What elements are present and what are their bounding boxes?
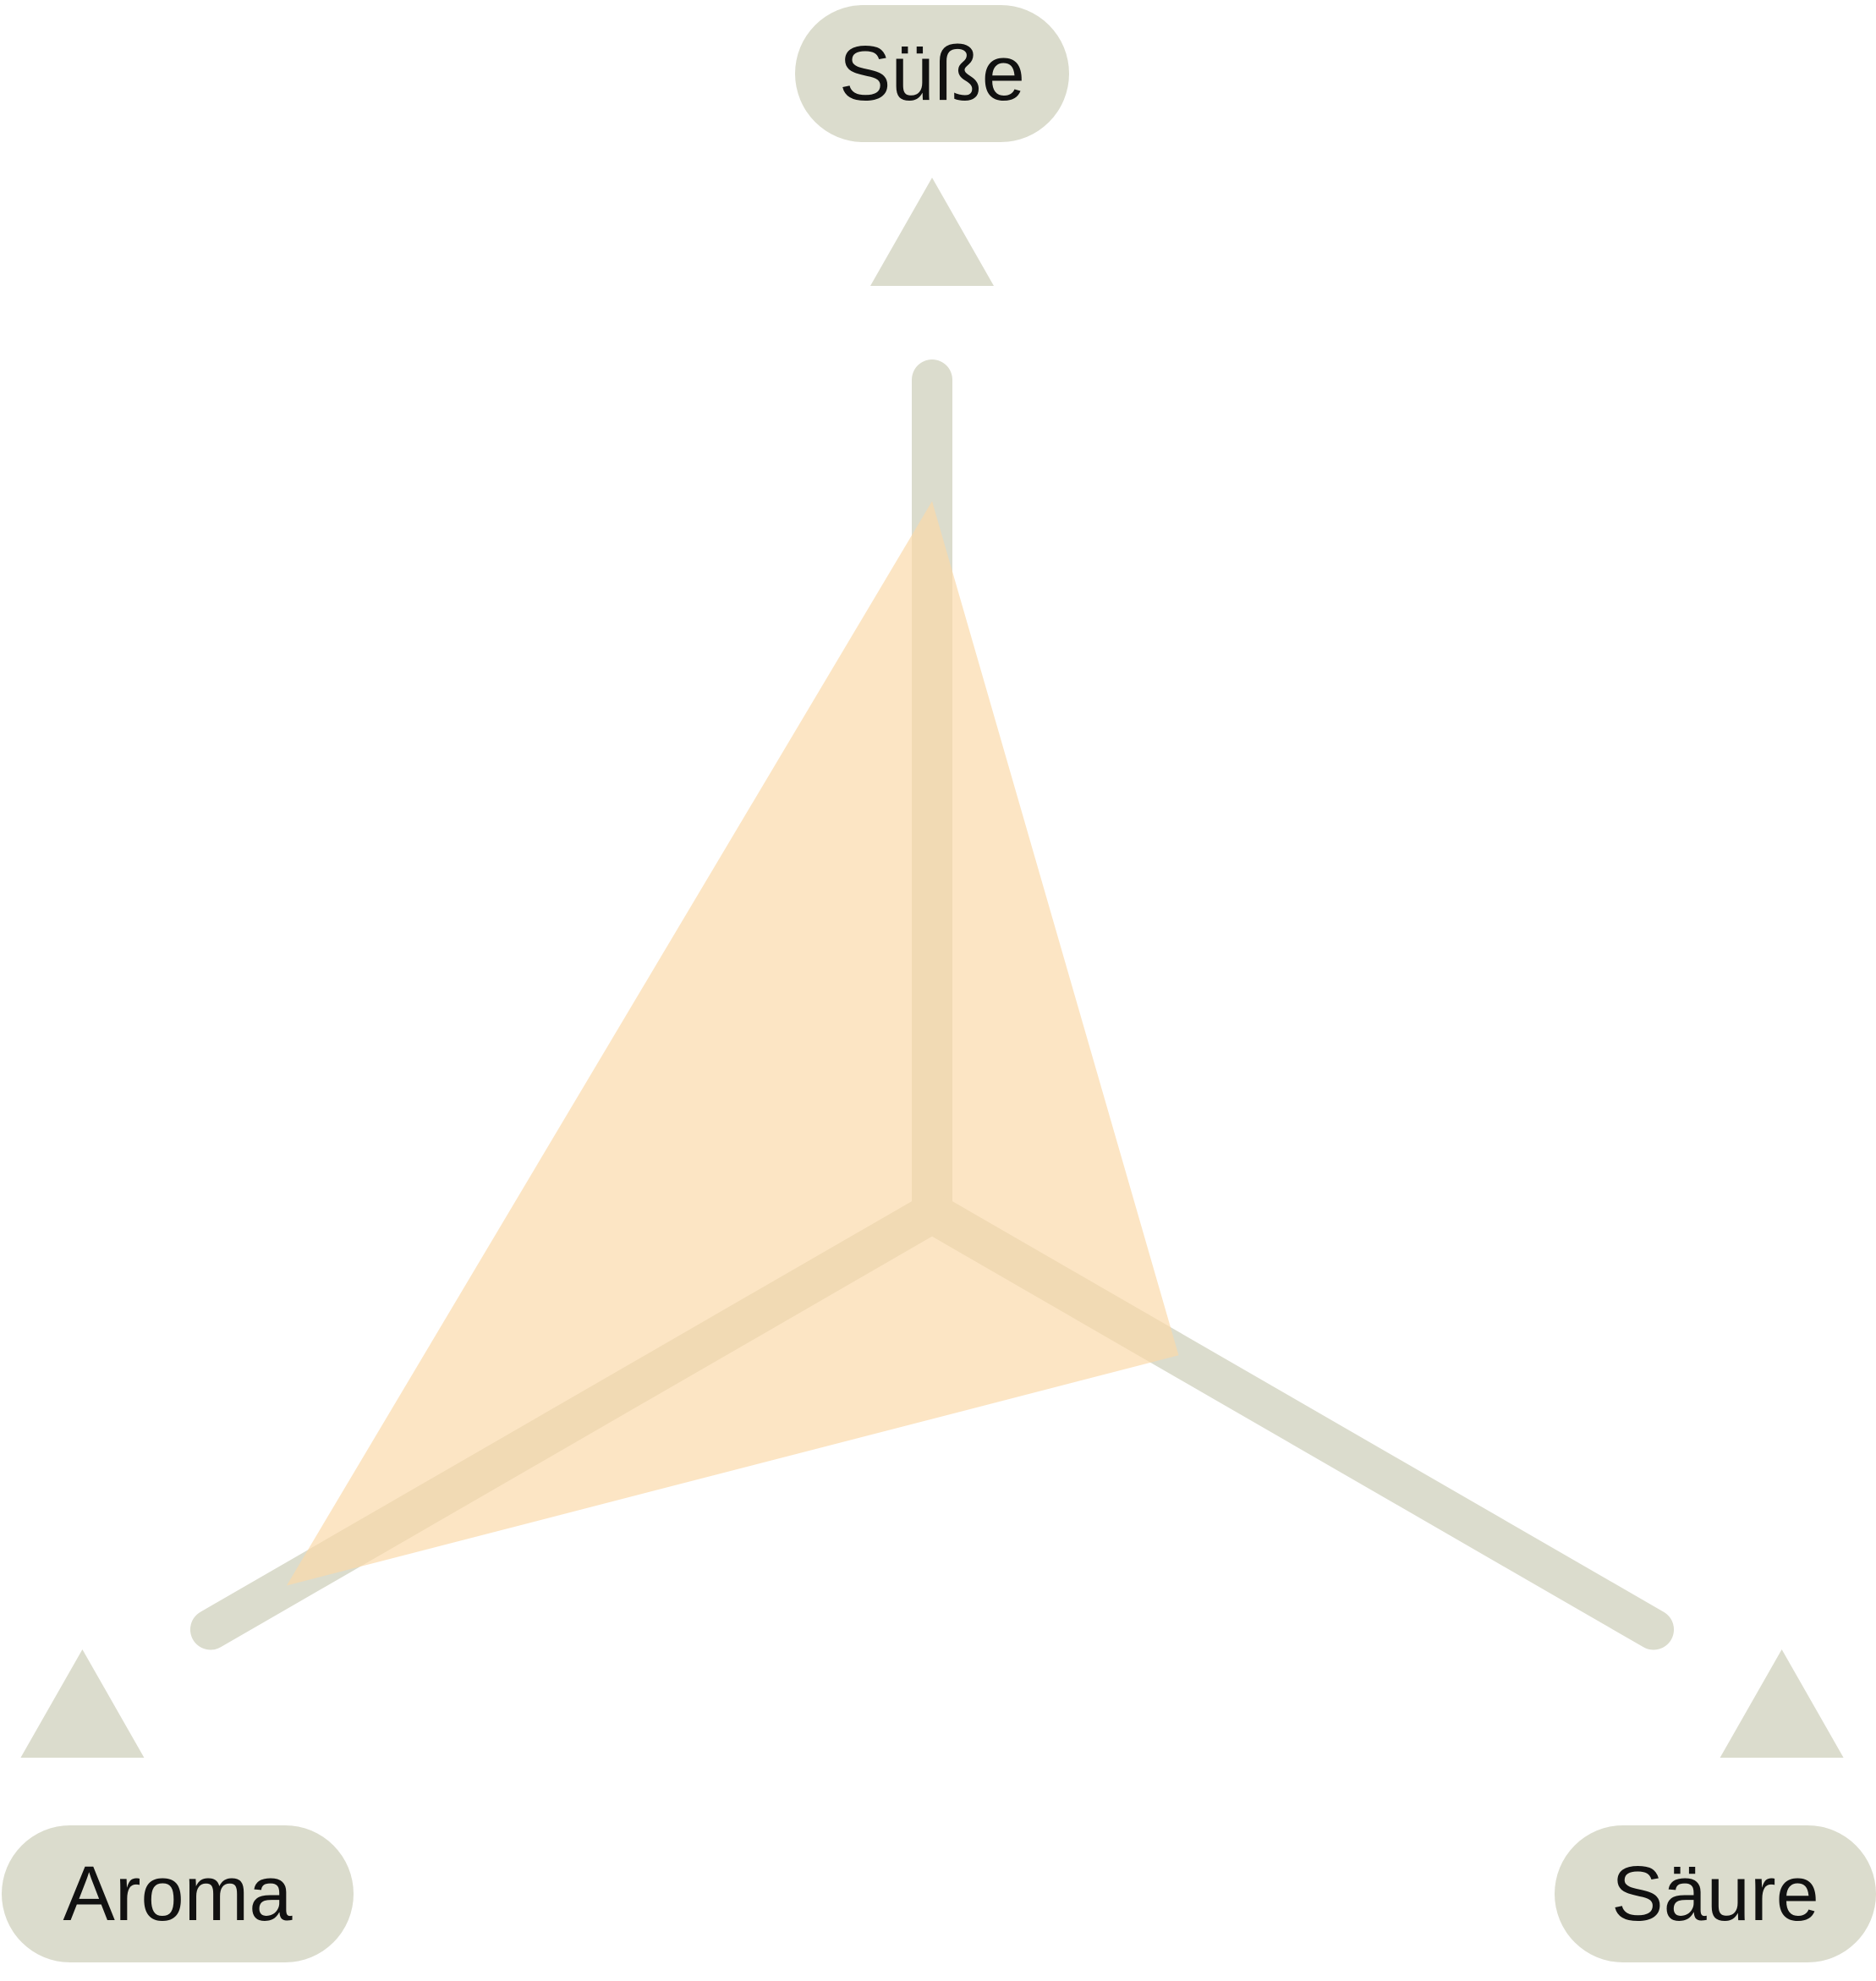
- axis-markers: [20, 178, 1844, 1758]
- triangle-marker-aroma-icon: [20, 1649, 145, 1758]
- triangle-marker-saeure-icon: [1720, 1649, 1844, 1758]
- axis-label-suesse: Süße: [795, 5, 1069, 142]
- data-series-area: [286, 501, 1179, 1586]
- data-layer: [286, 501, 1179, 1586]
- axis-label-aroma: Aroma: [2, 1825, 354, 1962]
- triangle-marker-suesse-icon: [870, 178, 994, 286]
- axis-label-saeure: Säure: [1555, 1825, 1876, 1962]
